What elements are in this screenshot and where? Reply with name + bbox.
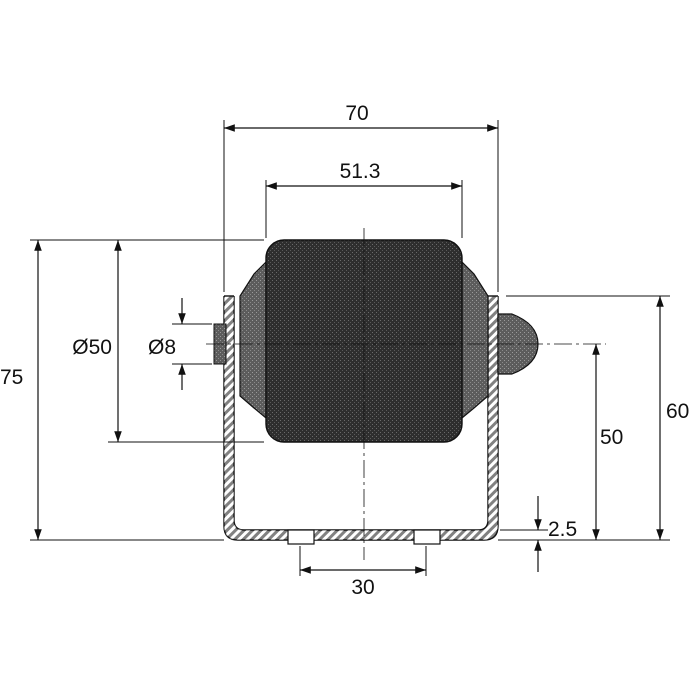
label-roller-length: 51.3: [340, 160, 381, 183]
dimension-labels: 70 51.3 Ø50 Ø8 75 50 60 2.5 30: [0, 102, 689, 599]
label-overall-width: 70: [345, 102, 368, 125]
mounting-tab-left: [287, 529, 315, 545]
label-axle-diameter: Ø8: [148, 336, 176, 359]
center-lines: [206, 228, 606, 560]
roller-end-cap-left: [239, 260, 267, 420]
mounting-tabs: [287, 529, 441, 545]
label-overall-height: 75: [0, 366, 23, 389]
label-roller-diameter: Ø50: [72, 336, 112, 359]
mounting-tab-right: [413, 529, 441, 545]
u-bracket: [223, 295, 499, 541]
label-mount-hole-spacing: 30: [351, 576, 374, 599]
roller: [239, 239, 489, 443]
label-bracket-height: 60: [666, 400, 689, 423]
label-axle-height: 50: [600, 426, 623, 449]
roller-end-cap-right: [461, 260, 489, 420]
dimension-lines: [34, 124, 664, 574]
label-sheet-thickness: 2.5: [548, 518, 577, 541]
